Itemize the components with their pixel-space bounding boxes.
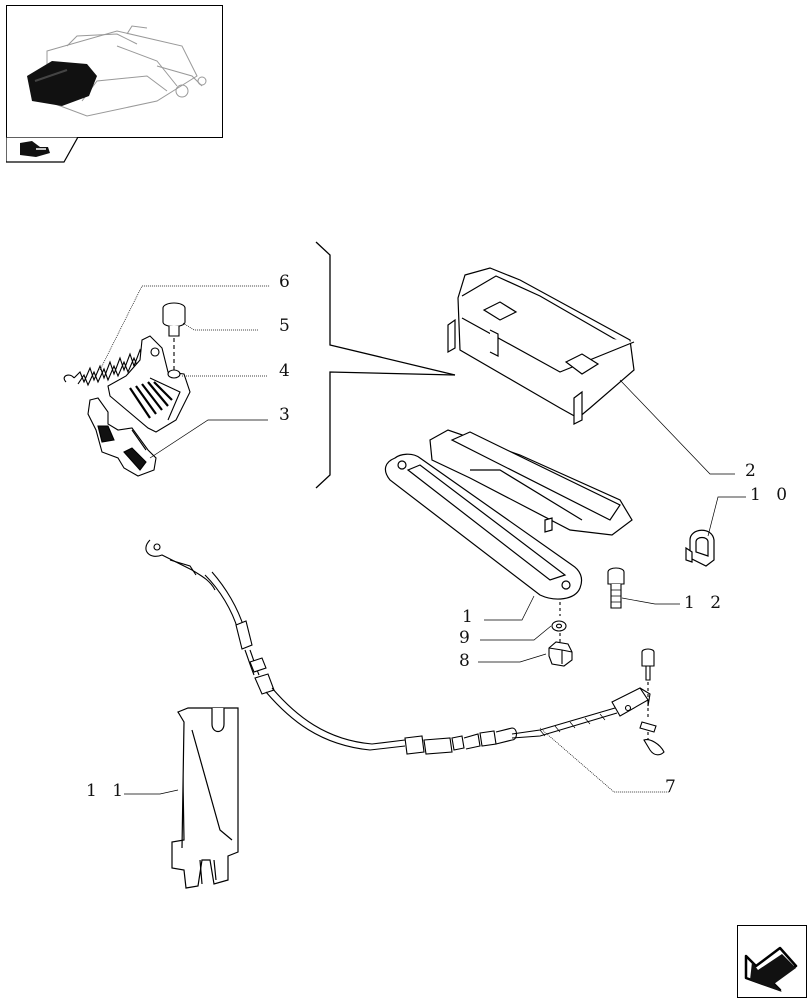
next-page-button[interactable] (737, 925, 807, 998)
cable-pin (639, 648, 665, 756)
next-page-arrow-icon (744, 946, 798, 992)
part-label-8: 8 (459, 651, 475, 671)
bracket-plate-part (171, 707, 239, 889)
leader-lines (99, 285, 746, 795)
bolt-part-5 (162, 302, 186, 372)
clip-part (685, 529, 715, 567)
assembly-thumbnail (6, 5, 223, 138)
part-label-12: 1 2 (684, 593, 726, 613)
part-label-11: 1 1 (86, 781, 128, 801)
cable-part (145, 539, 651, 755)
part-label-1: 1 (462, 607, 478, 627)
lever-part (87, 397, 157, 477)
washer-part (551, 602, 567, 642)
part-label-2: 2 (745, 461, 761, 481)
handle-cover-part (447, 267, 635, 425)
assembly-thumbnail-icon (27, 25, 207, 117)
part-labels: 6 5 4 3 2 1 0 1 2 1 9 8 7 1 1 (86, 272, 792, 801)
section-tab (5, 136, 80, 167)
nut-part (548, 641, 573, 667)
frame-base-part (384, 429, 633, 600)
part-label-9: 9 (459, 628, 475, 648)
part-label-4: 4 (279, 361, 295, 381)
part-label-10: 1 0 (750, 485, 792, 505)
part-label-5: 5 (279, 316, 295, 336)
part-label-3: 3 (279, 405, 295, 425)
part-label-7: 7 (665, 777, 681, 797)
bolt-part-12 (607, 567, 625, 609)
part-label-6: 6 (279, 272, 295, 292)
sector-plate-part (107, 335, 191, 433)
section-tab-icon (5, 136, 80, 163)
assembly-bracket (315, 241, 456, 489)
